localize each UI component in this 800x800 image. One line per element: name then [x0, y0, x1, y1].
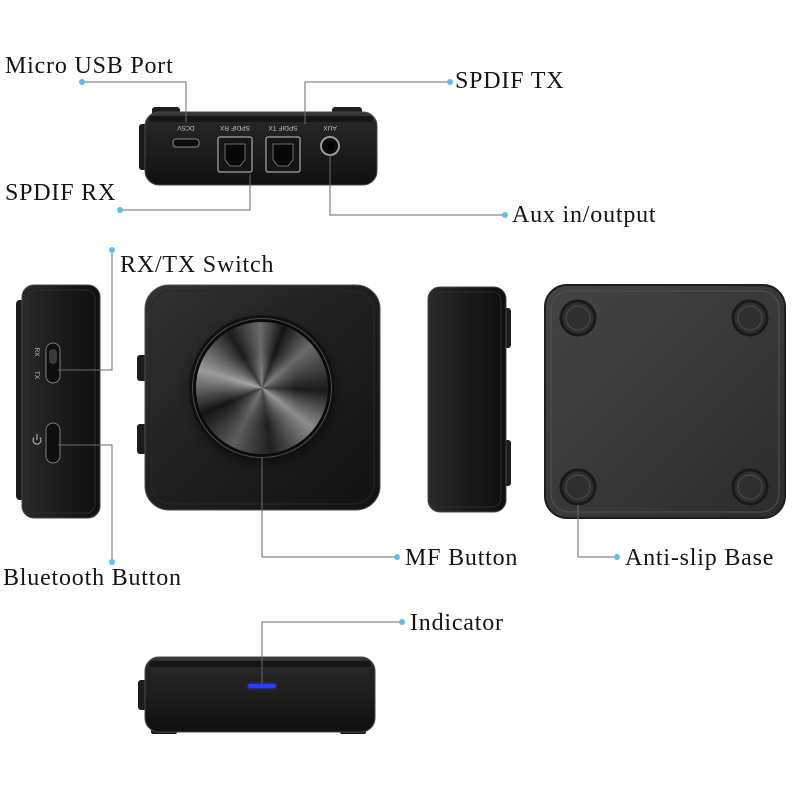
leader-line [261, 621, 402, 683]
aux-jack: AUX [320, 124, 340, 156]
anti-slip-foot [559, 299, 597, 337]
label-aux-in-output: Aux in/output [512, 202, 656, 228]
leader-line [577, 505, 617, 558]
micro-usb-port: DC5V [172, 124, 200, 148]
label-spdif-tx: SPDIF TX [455, 68, 564, 94]
anti-slip-foot [559, 468, 597, 506]
marking-spdif-rx: SPDIF RX [219, 124, 250, 131]
callout-aux-in-output: Aux in/output [329, 155, 656, 228]
marking-rx: RX [33, 347, 40, 357]
leader-dot [109, 247, 115, 253]
leader-line [261, 458, 397, 558]
power-icon [32, 434, 42, 445]
callout-micro-usb-port: Micro USB Port [5, 53, 187, 122]
device-left-side-view: RX TX [16, 284, 101, 519]
rx-tx-switch: RX TX [33, 342, 61, 384]
marking-aux: AUX [323, 124, 337, 131]
indicator-light [248, 684, 276, 688]
bluetooth-button [32, 422, 61, 464]
label-rx-tx-switch: RX/TX Switch [120, 252, 274, 278]
leader-line [304, 81, 450, 124]
device-rear-view: DC5V SPDIF RX SPDIF TX AUX [139, 107, 378, 186]
anti-slip-foot [731, 468, 769, 506]
callout-rx-tx-switch: RX/TX Switch [58, 247, 274, 371]
leader-line [82, 81, 187, 122]
callout-mf-button: MF Button [261, 458, 518, 571]
label-indicator: Indicator [410, 610, 504, 636]
device-bottom-view [544, 284, 786, 519]
spdif-rx-port: SPDIF RX [217, 124, 253, 173]
leader-line [120, 174, 251, 211]
device-right-side-view [427, 286, 511, 513]
marking-tx: TX [33, 371, 40, 380]
leader-dot [117, 207, 123, 213]
leader-dot [109, 559, 115, 565]
anti-slip-foot [731, 299, 769, 337]
label-micro-usb-port: Micro USB Port [5, 53, 174, 79]
callout-spdif-tx: SPDIF TX [304, 68, 564, 124]
mf-button-knob [196, 322, 328, 454]
leader-dot [614, 554, 620, 560]
leader-line [58, 250, 113, 371]
label-mf-button: MF Button [405, 545, 518, 571]
callout-spdif-rx: SPDIF RX [5, 174, 251, 213]
label-spdif-rx: SPDIF RX [5, 180, 116, 206]
leader-dot [394, 554, 400, 560]
callout-bluetooth-button: Bluetooth Button [3, 444, 182, 591]
leader-line [58, 444, 113, 562]
callout-indicator: Indicator [261, 610, 504, 683]
spdif-tx-port: SPDIF TX [265, 124, 301, 173]
leader-dot [502, 212, 508, 218]
leader-line [329, 155, 505, 216]
device-indicator-view [138, 656, 376, 734]
marking-dc5v: DC5V [177, 124, 195, 131]
callout-anti-slip-base: Anti-slip Base [577, 505, 774, 571]
label-bluetooth-button: Bluetooth Button [3, 565, 182, 591]
leader-dot [79, 79, 85, 85]
leader-dot [447, 79, 453, 85]
leader-dot [399, 619, 405, 625]
marking-spdif-tx: SPDIF TX [268, 124, 298, 131]
label-anti-slip-base: Anti-slip Base [625, 545, 774, 571]
